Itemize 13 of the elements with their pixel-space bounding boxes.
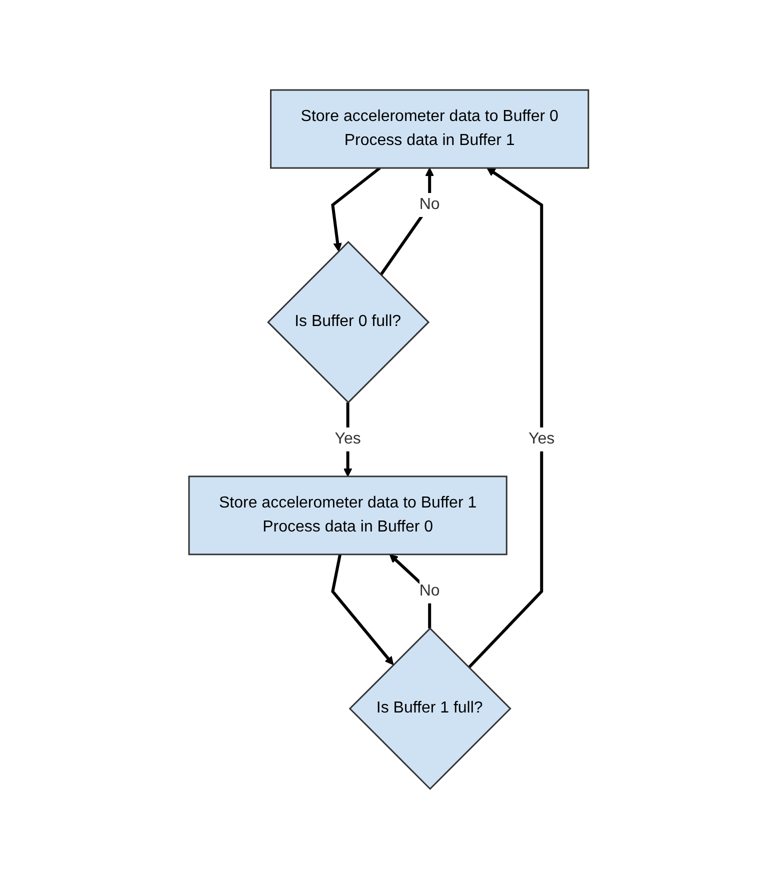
arrow [380,167,434,276]
edge-label: Yes [528,430,555,447]
node-box: Store accelerometer data to Buffer 0 Process data in Buffer 1 [270,88,590,168]
edge-label: No [420,196,440,213]
arrow [331,166,382,252]
arrow [390,554,432,628]
edge-label: No [420,582,440,599]
arrow [468,167,544,668]
node-box: Store accelerometer data to Buffer 1 Process data in Buffer 0 [188,475,508,555]
edge-label: Yes [335,430,362,447]
node-diamond: Is Buffer 1 full? [349,626,512,790]
node-diamond: Is Buffer 0 full? [267,240,430,404]
arrow [331,554,394,665]
